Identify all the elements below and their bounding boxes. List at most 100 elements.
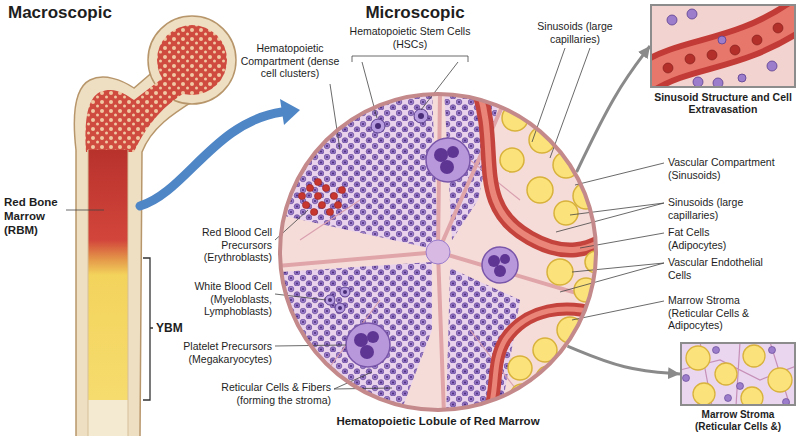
- lobule-illustration: [325, 295, 335, 305]
- lobule-illustration: [302, 201, 309, 208]
- sinusoid-inset-picture: [687, 9, 697, 19]
- lobule-illustration: [367, 331, 379, 343]
- lobule-illustration: [334, 201, 341, 208]
- lobule-illustration: [500, 254, 510, 264]
- femur-illustration: [88, 150, 128, 436]
- part-label: Vascular Compartment (Sinusoids): [668, 156, 780, 181]
- inset-node: Sinusoid Structure and Cell Extravasatio…: [650, 4, 796, 115]
- part-label: Sinusoids (large capillaries): [525, 20, 625, 45]
- stroma-inset-picture: [686, 346, 710, 370]
- stroma-inset-picture: [743, 345, 765, 367]
- femur-illustration: [88, 400, 128, 436]
- leader-lines: [330, 84, 340, 150]
- lobule-illustration: [414, 109, 428, 123]
- lobule-illustration: [343, 290, 347, 294]
- lobule-illustration: [371, 119, 385, 133]
- node-caption: Hematopoietic Lobule of Red Marrow: [278, 415, 598, 428]
- lobule-illustration: [340, 287, 350, 297]
- lobule-illustration: [500, 148, 524, 172]
- sinusoid-inset-picture: [767, 61, 777, 71]
- lobule-illustration: [346, 323, 390, 367]
- sinusoid-inset-picture: [685, 54, 695, 64]
- part-label: Red Blood Cell Precursors (Erythroblasts…: [172, 226, 272, 264]
- stroma-inset-picture: [741, 387, 763, 406]
- lobule-illustration: [298, 192, 305, 199]
- sinusoid-inset-picture: [693, 77, 703, 87]
- sinusoid-inset-picture: [707, 50, 717, 60]
- lobule-illustration: [326, 208, 333, 215]
- lobule-outline: [278, 92, 598, 412]
- femur-illustration: [86, 74, 186, 152]
- lobule-illustration: [314, 178, 321, 185]
- stroma-inset-picture: [686, 345, 792, 406]
- part-label: YBM: [156, 321, 196, 335]
- lobule-illustration: [478, 88, 610, 250]
- lobule-illustration: [314, 192, 321, 199]
- lobule-illustration: [328, 113, 424, 310]
- label-box: YBM: [156, 321, 196, 335]
- lobule-outline-shape: [280, 94, 596, 410]
- lobule-illustration: [306, 184, 313, 191]
- leader-lines: [362, 62, 458, 118]
- lobule-illustration: [508, 356, 532, 380]
- ybm-bracket: [143, 258, 153, 400]
- label-box: Hematopoietic Compartment (dense cell cl…: [238, 42, 342, 80]
- lobule-illustration: [330, 192, 337, 199]
- leader-lines: [352, 56, 468, 62]
- stroma-inset-picture: [725, 395, 732, 402]
- section-title: Microscopic: [345, 3, 485, 23]
- lobule-illustration: [527, 177, 553, 203]
- label-box: Sinusoids (large capillaries): [668, 196, 780, 221]
- lobule-illustration: [354, 333, 368, 347]
- stroma-inset-picture: [693, 383, 715, 405]
- lobule-illustration: [310, 208, 317, 215]
- lobule-illustration: [426, 240, 450, 264]
- label-box: Fat Cells (Adipocytes): [668, 226, 768, 251]
- lobule-illustration: [318, 201, 325, 208]
- label-box: Vascular Compartment (Sinusoids): [668, 156, 780, 181]
- lobule-illustration: [375, 123, 381, 129]
- node-caption: Sinusoid Structure and Cell Extravasatio…: [650, 91, 796, 115]
- femur-illustration: [74, 64, 198, 436]
- lobule-illustration: [536, 366, 560, 390]
- sinusoid-inset-picture: [650, 14, 796, 78]
- sinusoid-inset-picture: [738, 74, 746, 82]
- leader-lines: [556, 203, 664, 232]
- stroma-inset-picture: [680, 342, 796, 406]
- lobule-illustration: [335, 303, 345, 313]
- part-label: Platelet Precursors (Megakaryocytes): [168, 340, 272, 365]
- stroma-inset-picture: [680, 342, 796, 406]
- leader-lines: [66, 48, 664, 389]
- lobule-illustration: [547, 259, 573, 285]
- lobule-illustration: [322, 184, 329, 191]
- leader-lines: [66, 210, 104, 211]
- lobule-illustration: [328, 298, 332, 302]
- lobule-illustration: [325, 109, 428, 313]
- part-label: Marrow Stroma (Reticular Cells & Adipocy…: [668, 294, 780, 332]
- part-label: Red Bone Marrow (RBM): [4, 196, 64, 237]
- zoom-connector: [567, 346, 680, 374]
- lobule-illustration: [482, 247, 518, 283]
- label-box: Red Blood Cell Precursors (Erythroblasts…: [172, 226, 272, 264]
- stroma-inset-picture: [680, 342, 796, 406]
- sinusoid-inset-picture: [773, 23, 783, 33]
- inset-frame: [650, 4, 796, 88]
- femur-illustration: [88, 150, 128, 400]
- lobule-illustration: [494, 265, 506, 277]
- part-label: Vascular Endothelial Cells: [668, 256, 780, 281]
- label-box: Microscopic: [345, 3, 485, 23]
- lobule-illustration: [338, 186, 345, 193]
- zoom-arrow: [140, 112, 282, 206]
- sinusoid-inset-picture: [667, 15, 677, 25]
- zoom-arrow: [140, 99, 300, 206]
- lobule-illustration: [478, 88, 610, 250]
- node-caption: Marrow Stroma (Reticular Cells &): [680, 409, 796, 432]
- label-box: Platelet Precursors (Megakaryocytes): [168, 340, 272, 365]
- zoom-arrow: [280, 99, 300, 125]
- label-box: Sinusoids (large capillaries): [525, 20, 625, 45]
- stroma-inset-picture: [683, 347, 790, 406]
- sinusoid-inset-picture: [663, 23, 783, 73]
- label-box: Red Bone Marrow (RBM): [4, 196, 64, 237]
- label-box: White Blood Cell (Myeloblasts, Lymphobla…: [172, 280, 272, 318]
- leader-lines: [575, 163, 664, 185]
